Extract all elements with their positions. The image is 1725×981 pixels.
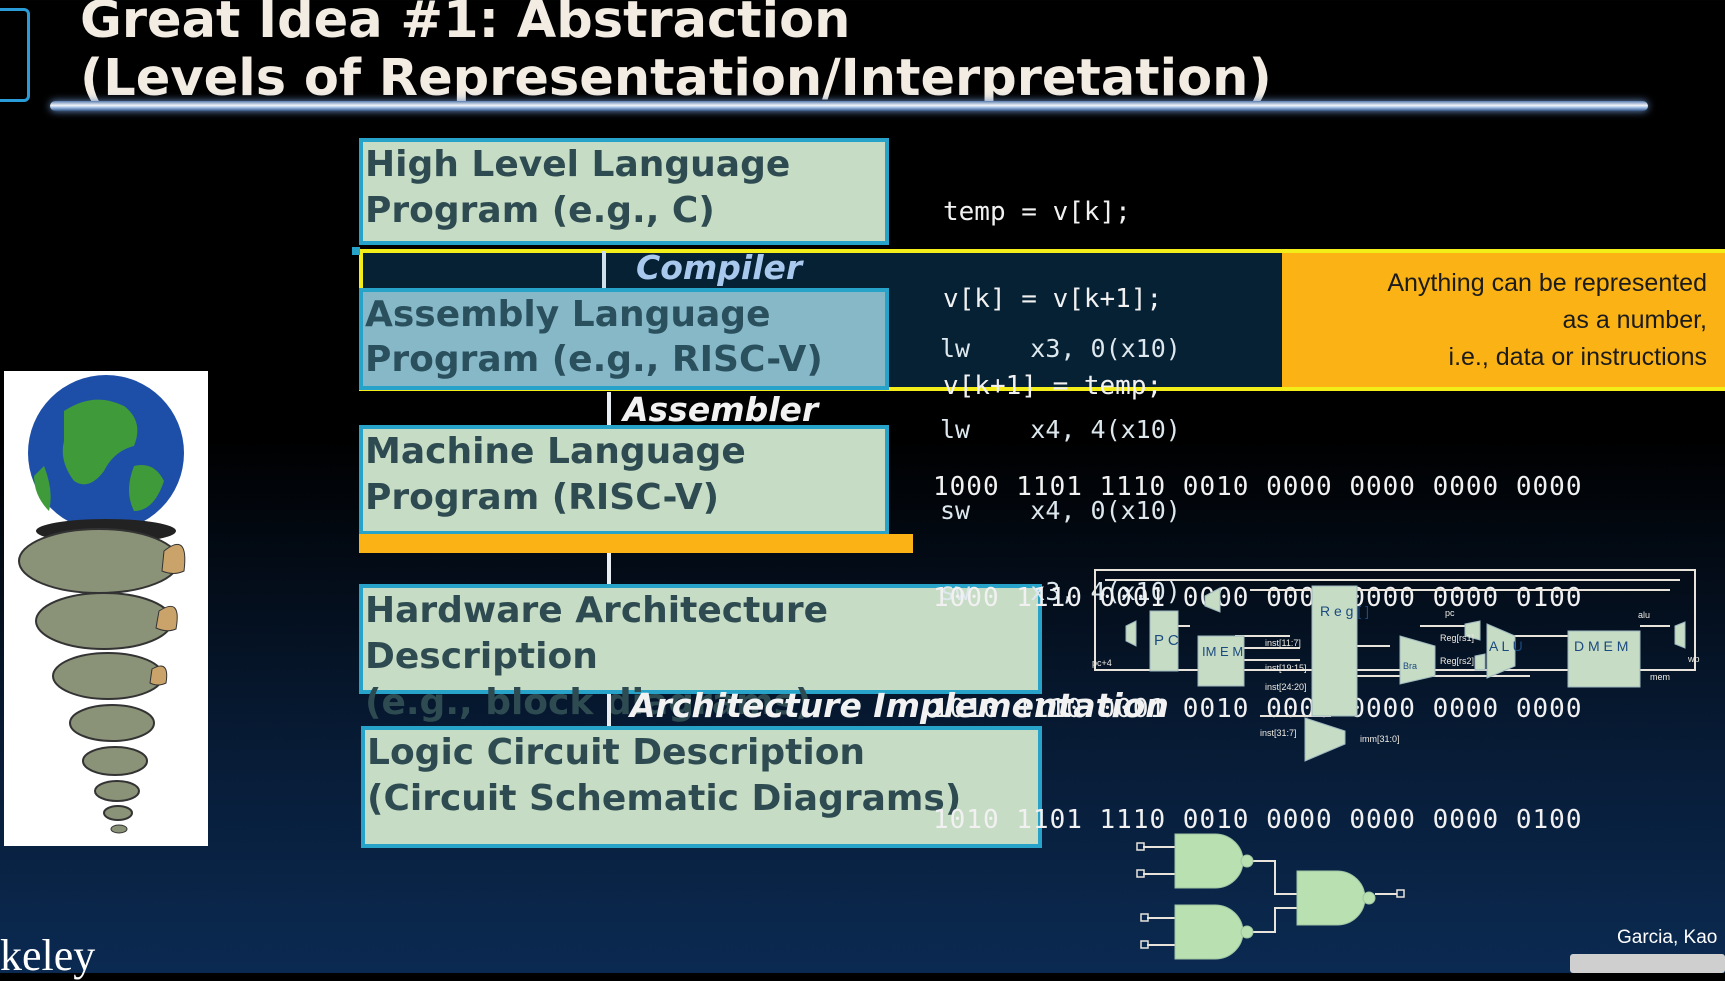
ml-line-1: Machine Language xyxy=(365,431,746,472)
asm-code-line-3: sw x4, 0(x10) xyxy=(940,496,1181,525)
c-code-block: temp = v[k]; v[k] = v[k+1]; v[k+1] = tem… xyxy=(943,140,1162,430)
and-gate-1 xyxy=(1174,833,1244,889)
assembler-label: Assembler xyxy=(623,390,819,429)
mem-label: mem xyxy=(1650,672,1670,682)
assembly-code-block: lw x3, 0(x10) lw x4, 4(x10) sw x4, 0(x10… xyxy=(940,281,1181,632)
asm-code-line-1: lw x3, 0(x10) xyxy=(940,334,1181,363)
assembly-language-box: Assembly Language Program (e.g., RISC-V) xyxy=(359,288,889,390)
inst-19-15-label: inst[19:15] xyxy=(1265,663,1307,673)
bin-line-2: 1000 1110 0001 0000 0000 0000 0000 0100 xyxy=(933,583,1583,613)
title-line-1: Great Idea #1: Abstraction xyxy=(80,0,851,50)
hll-line-1: High Level Language xyxy=(365,144,791,185)
connector-ml-hw xyxy=(607,553,611,584)
note-line-1: Anything can be represented xyxy=(1387,269,1707,297)
dmem-block-label: D M E M xyxy=(1574,638,1628,654)
asm-code-line-2: lw x4, 4(x10) xyxy=(940,415,1181,444)
hardware-architecture-box: Hardware Architecture Description (e.g.,… xyxy=(359,584,1042,723)
inst-11-7-label: inst[11:7] xyxy=(1265,638,1301,648)
datapath-diagram: P C IM E M R e g [ ] A L U D M E M inst[… xyxy=(1092,569,1700,762)
connector-assembler xyxy=(607,392,611,425)
imm-label: imm[31:0] xyxy=(1360,734,1400,744)
inst-24-20-label: inst[24:20] xyxy=(1265,682,1307,692)
branch-comp-label: Bra xyxy=(1403,661,1417,671)
architecture-implementation-label: Architecture Implementation xyxy=(630,686,1169,725)
rs1-label: Reg[rs1] xyxy=(1440,633,1474,643)
inst-31-7-label: inst[31:7] xyxy=(1260,728,1297,738)
asm-code-line-4: sw x3, 4(x10) xyxy=(940,577,1181,606)
high-level-language-box: High Level Language Program (e.g., C) xyxy=(359,138,889,245)
asm-line-2: Program (e.g., RISC-V) xyxy=(365,339,823,380)
connector-arch-impl xyxy=(607,694,611,726)
bin-line-4: 1010 1101 1110 0010 0000 0000 0000 0100 xyxy=(933,805,1583,835)
pc4-label: pc+4 xyxy=(1092,658,1112,668)
creative-commons-badge xyxy=(1570,954,1725,973)
logic-circuit-box: Logic Circuit Description (Circuit Schem… xyxy=(361,726,1042,848)
logic-line-1: Logic Circuit Description xyxy=(367,732,866,773)
wb-label: wb xyxy=(1687,654,1700,664)
c-line-1: temp = v[k]; xyxy=(943,197,1131,227)
machine-language-underline xyxy=(359,534,913,553)
and-gate-2 xyxy=(1174,904,1244,960)
machine-code-block: 1000 1101 1110 0010 0000 0000 0000 0000 … xyxy=(933,395,1582,876)
hll-line-2: Program (e.g., C) xyxy=(365,190,715,231)
title-underline xyxy=(50,101,1648,111)
c-line-2: v[k] = v[k+1]; xyxy=(943,284,1163,314)
ml-line-2: Program (RISC-V) xyxy=(365,477,720,518)
bin-line-1: 1000 1101 1110 0010 0000 0000 0000 0000 xyxy=(933,472,1583,502)
representation-note: Anything can be represented as a number,… xyxy=(1282,253,1725,387)
alu-block-label: A L U xyxy=(1489,638,1523,654)
reg-block-label: R e g [ ] xyxy=(1320,603,1369,619)
hw-line-1: Hardware Architecture Description xyxy=(365,590,829,677)
imem-block-label: IM E M xyxy=(1202,644,1243,659)
note-line-3: i.e., data or instructions xyxy=(1448,343,1707,371)
turtles-drawing xyxy=(18,375,186,834)
rs2-label: Reg[rs2] xyxy=(1440,656,1474,666)
machine-language-box: Machine Language Program (RISC-V) xyxy=(359,425,889,535)
alu-out-label: alu xyxy=(1638,610,1650,620)
asm-line-1: Assembly Language xyxy=(365,294,771,335)
pc-block-label: P C xyxy=(1154,632,1179,649)
title-line-2: (Levels of Representation/Interpretation… xyxy=(80,49,1272,108)
author-credit: Garcia, Kao xyxy=(1617,927,1718,948)
pc-wire-label: pc xyxy=(1445,608,1455,618)
logic-line-2: (Circuit Schematic Diagrams) xyxy=(367,778,962,819)
turtles-illustration xyxy=(4,371,208,846)
c-line-3: v[k+1] = temp; xyxy=(943,371,1163,401)
note-line-2: as a number, xyxy=(1562,306,1707,334)
bin-line-3: 1010 1110 0001 0010 0000 0000 0000 0000 xyxy=(933,694,1583,724)
slide-title: Great Idea #1: Abstraction (Levels of Re… xyxy=(80,0,1272,108)
logo-fragment xyxy=(0,8,30,102)
logic-gates-diagram xyxy=(1136,833,1405,960)
frame-corner-marker xyxy=(352,247,360,255)
hw-line-2: (e.g., block diagrams) xyxy=(365,682,812,723)
compiler-label: Compiler xyxy=(636,248,803,287)
berkeley-logo-text: keley xyxy=(0,931,96,980)
connector-compiler xyxy=(602,251,606,288)
and-gate-3 xyxy=(1296,870,1366,926)
